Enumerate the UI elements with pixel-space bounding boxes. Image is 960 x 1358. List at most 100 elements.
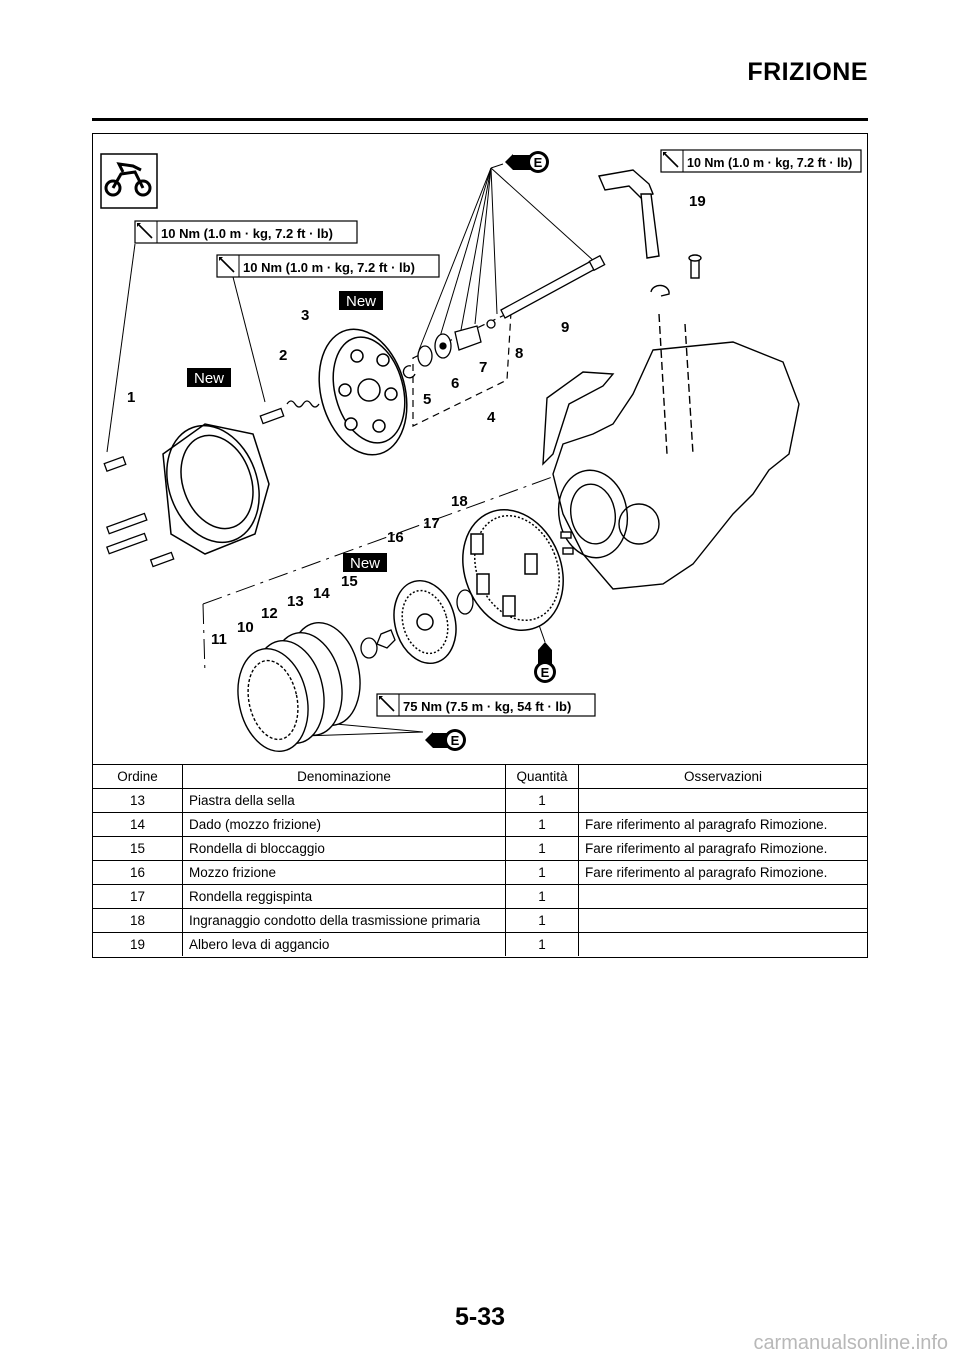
part-number-7: 7	[479, 359, 487, 376]
part-number-10: 10	[237, 619, 254, 636]
torque-label-2: 10 Nm (1.0 m · kg, 7.2 ft · lb)	[216, 254, 440, 278]
cell-note	[578, 884, 867, 909]
clutch-boss	[393, 579, 457, 665]
cell-note: Fare riferimento al paragrafo Rimozione.	[578, 860, 867, 885]
cell-note	[578, 908, 867, 933]
cell-order: 17	[93, 884, 183, 909]
cell-name: Ingranaggio condotto della trasmissione …	[182, 908, 506, 933]
table-header-row: Ordine Denominazione Quantità Osservazio…	[93, 764, 867, 789]
clutch-plates	[237, 621, 361, 753]
cell-order: 14	[93, 812, 183, 837]
svg-text:New: New	[346, 293, 376, 310]
table-row: 15 Rondella di bloccaggio 1 Fare riferim…	[93, 836, 867, 861]
header-rule	[92, 118, 868, 121]
clutch-spring-bolt	[259, 400, 320, 425]
part-number-15: 15	[341, 573, 358, 590]
exploded-diagram: 10 Nm (1.0 m · kg, 7.2 ft · lb) 10 Nm (1…	[100, 149, 862, 753]
cell-name: Mozzo frizione	[182, 860, 506, 885]
cell-name: Dado (mozzo frizione)	[182, 812, 506, 837]
part-number-8: 8	[515, 345, 523, 362]
col-header-order: Ordine	[93, 764, 183, 789]
svg-text:E: E	[451, 733, 460, 748]
part-number-18: 18	[451, 493, 468, 510]
cell-order: 15	[93, 836, 183, 861]
col-header-notes: Osservazioni	[578, 764, 867, 789]
table-row: 17 Rondella reggispinta 1	[93, 884, 867, 909]
cell-note	[578, 788, 867, 813]
torque-text-2: 10 Nm (1.0 m · kg, 7.2 ft · lb)	[243, 260, 415, 275]
cell-note: Fare riferimento al paragrafo Rimozione.	[578, 836, 867, 861]
part-number-14: 14	[313, 585, 330, 602]
table-row: 16 Mozzo frizione 1 Fare riferimento al …	[93, 860, 867, 885]
table-row: 13 Piastra della sella 1	[93, 788, 867, 813]
torque-text-4: 75 Nm (7.5 m · kg, 54 ft · lb)	[403, 699, 571, 714]
parts-table: Ordine Denominazione Quantità Osservazio…	[93, 764, 867, 956]
cell-name: Rondella di bloccaggio	[182, 836, 506, 861]
push-rod-parts	[402, 319, 496, 379]
part-number-19: 19	[689, 193, 706, 210]
part-number-1: 1	[127, 389, 135, 406]
cell-qty: 1	[505, 884, 579, 909]
part-number-2: 2	[279, 347, 287, 364]
push-lever-shaft	[598, 169, 702, 297]
new-badge: New	[343, 553, 387, 572]
cell-name: Rondella reggispinta	[182, 884, 506, 909]
cell-qty: 1	[505, 932, 579, 956]
thrust-washer	[456, 589, 474, 615]
page-number: 5-33	[454, 1303, 506, 1331]
part-number-4: 4	[487, 409, 496, 426]
part-number-13: 13	[287, 593, 304, 610]
part-number-11: 11	[211, 631, 227, 648]
primary-driven-gear	[462, 509, 564, 631]
cell-name: Piastra della sella	[182, 788, 506, 813]
col-header-name: Denominazione	[182, 764, 506, 789]
part-number-12: 12	[261, 605, 278, 622]
svg-text:New: New	[350, 555, 380, 572]
part-number-6: 6	[451, 375, 459, 392]
cell-order: 19	[93, 932, 183, 956]
cell-note	[578, 932, 867, 956]
lubricant-symbol-e: E	[534, 642, 556, 683]
svg-text:E: E	[534, 155, 543, 170]
cell-qty: 1	[505, 812, 579, 837]
torque-text-3: 10 Nm (1.0 m · kg, 7.2 ft · lb)	[687, 156, 852, 170]
cover-bolts	[103, 455, 175, 568]
part-number-9: 9	[561, 319, 569, 336]
clutch-cover	[162, 423, 270, 555]
torque-label-4: 75 Nm (7.5 m · kg, 54 ft · lb)	[376, 693, 596, 717]
cell-qty: 1	[505, 788, 579, 813]
part-number-5: 5	[423, 391, 431, 408]
part-number-17: 17	[423, 515, 440, 532]
torque-text-1: 10 Nm (1.0 m · kg, 7.2 ft · lb)	[161, 226, 333, 241]
dashed-group-box	[412, 311, 512, 427]
cell-qty: 1	[505, 860, 579, 885]
section-title: FRIZIONE	[747, 58, 868, 86]
watermark: carmanualsonline.info	[753, 1332, 948, 1354]
part-number-3: 3	[301, 307, 309, 324]
table-row: 14 Dado (mozzo frizione) 1 Fare riferime…	[93, 812, 867, 837]
table-row: 18 Ingranaggio condotto della trasmissio…	[93, 908, 867, 933]
cell-qty: 1	[505, 908, 579, 933]
new-badge: New	[339, 291, 383, 310]
new-badge: New	[187, 368, 231, 387]
crankcase	[542, 313, 800, 590]
part-number-16: 16	[387, 529, 404, 546]
torque-label-3: 10 Nm (1.0 m · kg, 7.2 ft · lb)	[660, 149, 862, 173]
pressure-plate	[318, 328, 408, 456]
table-row: 19 Albero leva di aggancio 1	[93, 932, 867, 956]
cell-name: Albero leva di aggancio	[182, 932, 506, 956]
part-number-labels: 1 2 3 4 5 6 7 8 9 10 11 12 13 14 15 16 1…	[127, 193, 706, 648]
torque-label-1: 10 Nm (1.0 m · kg, 7.2 ft · lb)	[134, 220, 358, 244]
cell-qty: 1	[505, 836, 579, 861]
content-frame: 10 Nm (1.0 m · kg, 7.2 ft · lb) 10 Nm (1…	[92, 133, 868, 958]
svg-text:E: E	[541, 665, 550, 680]
lubricant-symbol-e: E	[425, 729, 466, 751]
lubricant-symbol-e: E	[505, 151, 549, 173]
motorcycle-icon	[100, 153, 158, 209]
cell-order: 18	[93, 908, 183, 933]
lock-washer-nut	[360, 629, 396, 659]
push-rod	[500, 254, 606, 319]
assembly-centerline	[202, 451, 622, 605]
col-header-qty: Quantità	[505, 764, 579, 789]
cell-order: 13	[93, 788, 183, 813]
